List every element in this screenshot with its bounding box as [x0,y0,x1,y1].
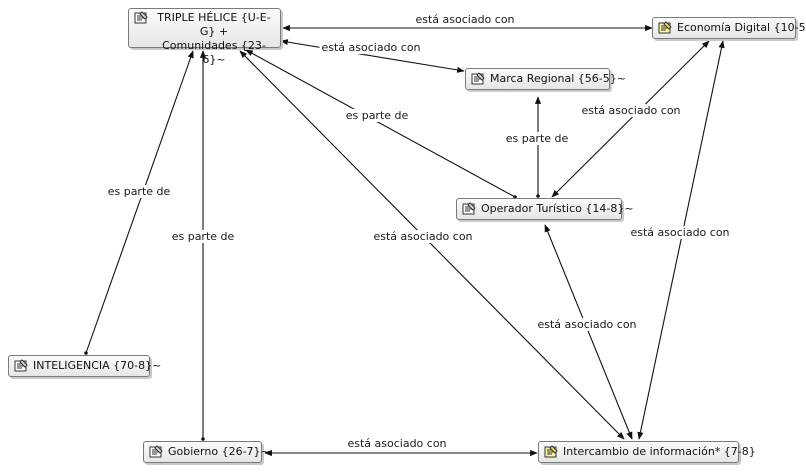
edge-label-operador-marca: es parte de [503,132,571,145]
node-triple-helice[interactable]: TRIPLE HÉLICE {U-E-G} + Comunidades {23-… [128,8,281,66]
edge-label-gob-triple: es parte de [169,230,237,243]
node-label: INTELIGENCIA {70-8}~ [33,359,162,372]
edge-label-intercambio-triple: está asociado con [371,230,475,243]
code-node-icon [149,445,164,459]
edge-label-intercambio-operador: está asociado con [535,318,639,331]
edge-intel-triple [84,50,194,355]
node-label: Operador Turístico {14-8}~ [481,202,634,215]
edge-intercambio-economia [637,40,725,440]
node-label: Economía Digital {10-5} [677,21,806,34]
edge-operador-economia [551,40,710,198]
code-node-icon [14,359,29,373]
edge-label-operador-triple: es parte de [343,109,411,122]
edge-label-gob-intercambio: está asociado con [345,437,449,450]
node-economia-digital[interactable]: Economía Digital {10-5} [652,17,806,39]
node-label: TRIPLE HÉLICE {U-E-G} + Comunidades {23-… [157,11,271,66]
node-marca-regional[interactable]: Marca Regional {56-5}~ [465,68,626,90]
node-intercambio-informacion[interactable]: Intercambio de información* {7-8} [538,441,756,463]
yellow-code-node-icon [544,445,559,459]
edge-label-operador-economia: está asociado con [579,104,683,117]
edge-label-triple-marca: está asociado con [319,41,423,54]
node-label: Intercambio de información* {7-8} [563,445,756,458]
node-label: Marca Regional {56-5}~ [490,72,626,85]
node-operador-turistico[interactable]: Operador Turístico {14-8}~ [456,198,634,220]
node-gobierno[interactable]: Gobierno {26-7}~ [143,441,270,463]
node-inteligencia[interactable]: INTELIGENCIA {70-8}~ [8,355,161,377]
code-node-icon [471,72,486,86]
node-label: Gobierno {26-7}~ [168,445,270,458]
edge-label-triple-economia: está asociado con [413,13,517,26]
edge-label-intel-triple: es parte de [105,185,173,198]
code-node-icon [134,11,149,25]
edge-intercambio-triple [239,50,625,440]
edge-label-intercambio-economia: está asociado con [628,226,732,239]
code-node-icon [462,202,477,216]
edge-intercambio-operador [544,224,633,440]
yellow-code-node-icon [658,21,673,35]
